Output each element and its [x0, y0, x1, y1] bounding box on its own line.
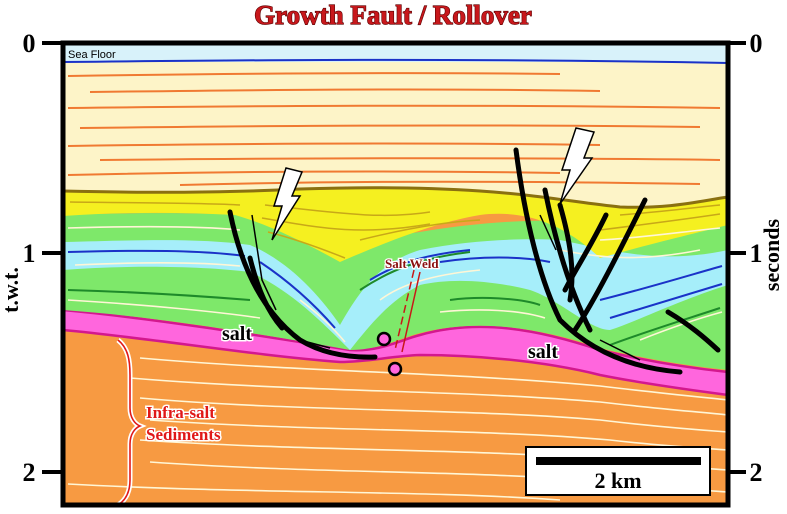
salt-weld [376, 269, 421, 377]
left-tick-0: 0 [23, 29, 36, 58]
salt-label-right: salt [528, 341, 558, 363]
right-tick-1: 1 [750, 239, 763, 268]
right-tick-2: 2 [750, 458, 763, 487]
right-growth-faults [513, 147, 721, 375]
infra-salt-label-line2: Sediments [146, 425, 221, 444]
sea-layer [63, 43, 728, 62]
left-tick-1: 1 [23, 239, 36, 268]
lightning-bolt-left-icon [271, 167, 304, 241]
sea-floor-line [63, 58, 728, 64]
green-reflectors [67, 225, 723, 346]
left-axis: 0 1 2 t.w.t. [0, 29, 63, 487]
sea-floor-label: Sea Floor [68, 49, 116, 61]
blue-reflectors [67, 249, 723, 329]
right-tick-0: 0 [750, 29, 763, 58]
salt-weld-label: Salt Weld [385, 256, 439, 271]
infra-salt-label-line1: Infra-salt [146, 403, 215, 422]
lightning-bolt-right-icon [559, 127, 596, 205]
blue-layer [63, 239, 728, 350]
left-growth-fault [227, 209, 378, 360]
upper-reflectors [67, 72, 721, 186]
upper-sediments [63, 62, 728, 208]
section-frame [60, 40, 731, 508]
scale-bar-label: 2 km [594, 468, 641, 493]
right-axis-label: seconds [759, 219, 784, 292]
scale-bar: 2 km [525, 446, 711, 496]
geologic-section [63, 43, 728, 505]
left-tick-2: 2 [23, 458, 36, 487]
left-axis-label: t.w.t. [0, 267, 23, 313]
salt-base-line [63, 328, 728, 397]
figure-title: Growth Fault / Rollover [254, 0, 532, 30]
salt-label-left: salt [222, 323, 252, 345]
right-axis: 0 1 2 seconds [728, 29, 784, 487]
